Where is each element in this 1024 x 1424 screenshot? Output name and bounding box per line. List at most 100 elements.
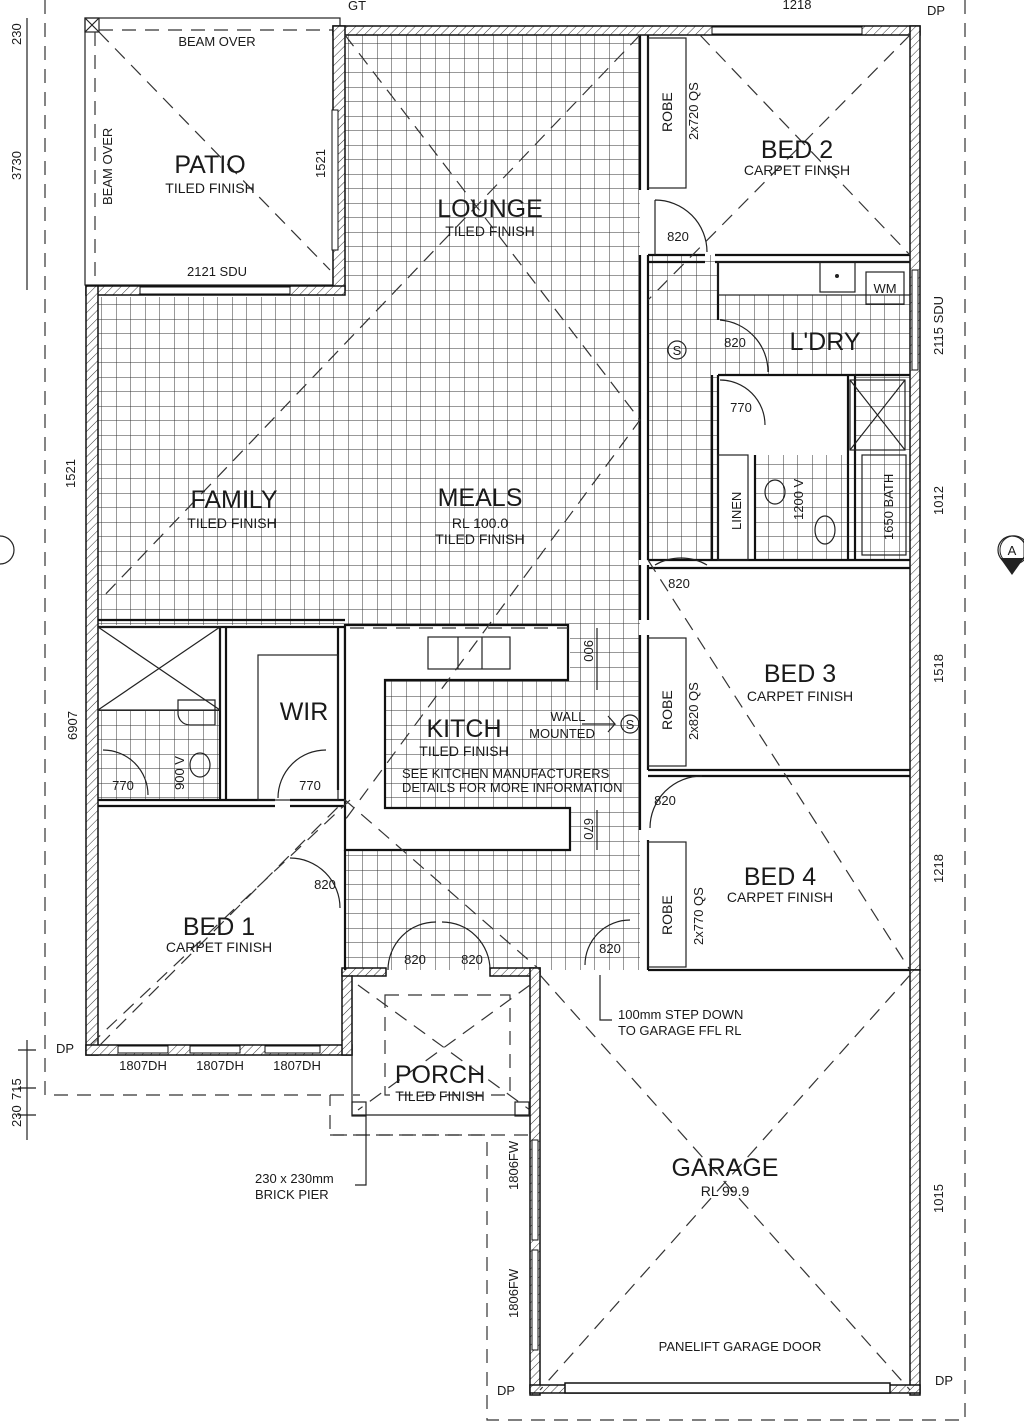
room-bed-3: BED 3 bbox=[764, 660, 836, 688]
door-size: 820 bbox=[668, 576, 690, 591]
finish-label: TILED FINISH bbox=[165, 180, 254, 196]
room-kitchen: KITCH bbox=[427, 715, 502, 743]
interior-walls bbox=[97, 35, 911, 972]
section-marker-label: A bbox=[1008, 543, 1017, 558]
dimension-label: 230 bbox=[9, 1105, 24, 1127]
room-bed-2: BED 2 bbox=[761, 136, 833, 164]
finish-label: TILED FINISH bbox=[435, 531, 524, 547]
room-wir: WIR bbox=[280, 698, 329, 726]
dimension-label: 1218 bbox=[931, 854, 946, 883]
section-marker: A bbox=[0, 535, 1024, 575]
level-label: RL 100.0 bbox=[452, 515, 509, 531]
kitchen-note: SEE KITCHEN MANUFACTURERS bbox=[402, 766, 610, 781]
brick-pier-note: 230 x 230mm bbox=[255, 1171, 334, 1186]
robe-size: 2x720 QS bbox=[686, 82, 701, 140]
dimension-label: 3730 bbox=[9, 151, 24, 180]
smoke-detector-icon: S S bbox=[620, 340, 687, 734]
gt-label: GT bbox=[348, 0, 366, 13]
kitchen-bench bbox=[343, 623, 572, 852]
dimension-label: 1012 bbox=[931, 486, 946, 515]
laundry-tub-icon bbox=[819, 261, 856, 293]
tiled-floors bbox=[98, 35, 910, 970]
washing-machine-icon bbox=[865, 271, 905, 305]
dimension-label: 2115 SDU bbox=[931, 296, 946, 355]
room-bed-4: BED 4 bbox=[744, 863, 816, 891]
dimension-label: 670 bbox=[581, 818, 596, 840]
room-patio: PATIO bbox=[174, 151, 245, 179]
robes: ROBE 2x720 QS ROBE 2x820 QS ROBE 2x770 Q… bbox=[659, 82, 706, 945]
finish-label: TILED FINISH bbox=[419, 743, 508, 759]
room-meals: MEALS bbox=[438, 484, 523, 512]
wall-mounted-label: WALL bbox=[551, 709, 586, 724]
window-size: 1807DH bbox=[273, 1058, 321, 1073]
door-size: 820 bbox=[724, 335, 746, 350]
kitchen-note: DETAILS FOR MORE INFORMATION bbox=[402, 780, 623, 795]
window-size: 1807DH bbox=[196, 1058, 244, 1073]
finish-label: CARPET FINISH bbox=[744, 162, 850, 178]
step-down-note: TO GARAGE FFL RL bbox=[618, 1023, 742, 1038]
dimension-label: 1015 bbox=[931, 1184, 946, 1213]
wall-mounted-label: MOUNTED bbox=[529, 726, 595, 741]
window-size: 1806FW bbox=[506, 1268, 521, 1318]
room-bed-1: BED 1 bbox=[183, 913, 255, 941]
room-laundry: L'DRY bbox=[789, 328, 860, 356]
downpipe-label: DP bbox=[927, 3, 945, 18]
dimensions: 230 3730 1521 6907 715 230 1521 1218 211… bbox=[9, 0, 946, 1213]
room-linen: LINEN bbox=[729, 492, 744, 530]
robe-label: ROBE bbox=[659, 895, 675, 935]
beam-over-label: BEAM OVER bbox=[178, 34, 255, 49]
dimension-label: 1518 bbox=[931, 654, 946, 683]
room-lounge: LOUNGE bbox=[437, 195, 543, 223]
sink-icon bbox=[427, 636, 511, 670]
window-size: 1806FW bbox=[506, 1140, 521, 1190]
brick-pier-note: BRICK PIER bbox=[255, 1187, 329, 1202]
window-sizes: 1807DH 1807DH 1807DH 1806FW 1806FW bbox=[119, 1058, 521, 1318]
downpipe-label: DP bbox=[497, 1383, 515, 1398]
dimension-label: 715 bbox=[9, 1078, 24, 1100]
finish-label: TILED FINISH bbox=[445, 223, 534, 239]
wm-label: WM bbox=[873, 281, 896, 296]
roof-lines bbox=[89, 34, 911, 1391]
room-garage: GARAGE bbox=[672, 1154, 779, 1182]
eave-lines bbox=[44, 0, 966, 1421]
door-size: 820 bbox=[461, 952, 483, 967]
vanity-label: 900 V bbox=[172, 756, 187, 790]
downpipe-label: DP bbox=[56, 1041, 74, 1056]
dimension-label: 1521 bbox=[63, 459, 78, 488]
finish-label: TILED FINISH bbox=[395, 1088, 484, 1104]
door-size: 770 bbox=[112, 778, 134, 793]
door-sizes: 820 820 770 820 770 770 820 820 820 820 … bbox=[112, 229, 752, 967]
door-size: 820 bbox=[314, 877, 336, 892]
finish-label: CARPET FINISH bbox=[727, 889, 833, 905]
door-size-label: 2121 SDU bbox=[187, 264, 247, 279]
door-size: 820 bbox=[404, 952, 426, 967]
room-porch: PORCH bbox=[395, 1061, 485, 1089]
toilet-icon bbox=[177, 699, 216, 726]
dimension-label: 1218 bbox=[783, 0, 812, 12]
downpipe-label: DP bbox=[935, 1373, 953, 1388]
step-down-note: 100mm STEP DOWN bbox=[618, 1007, 743, 1022]
door-swings bbox=[102, 199, 769, 971]
fixtures: WM bbox=[177, 261, 905, 778]
beam-over-label: BEAM OVER bbox=[100, 128, 115, 205]
dimension-label: 6907 bbox=[65, 711, 80, 740]
finish-label: TILED FINISH bbox=[187, 515, 276, 531]
finish-label: CARPET FINISH bbox=[166, 939, 272, 955]
svg-text:S: S bbox=[673, 343, 682, 358]
room-labels: PATIO TILED FINISH BEAM OVER BEAM OVER 2… bbox=[56, 0, 953, 1398]
robe-label: ROBE bbox=[659, 92, 675, 132]
brick-pier bbox=[514, 1101, 530, 1117]
robe-size: 2x770 QS bbox=[691, 887, 706, 945]
finish-label: CARPET FINISH bbox=[747, 688, 853, 704]
toilet-icon bbox=[814, 515, 836, 545]
door-size: 770 bbox=[730, 400, 752, 415]
robe-size: 2x820 QS bbox=[686, 682, 701, 740]
dimension-label: 900 bbox=[581, 640, 596, 662]
room-family: FAMILY bbox=[190, 486, 277, 514]
external-walls bbox=[85, 25, 921, 1396]
level-label: RL 99.9 bbox=[701, 1183, 750, 1199]
door-size: 820 bbox=[599, 941, 621, 956]
door-size: 770 bbox=[299, 778, 321, 793]
robe-label: ROBE bbox=[659, 690, 675, 730]
